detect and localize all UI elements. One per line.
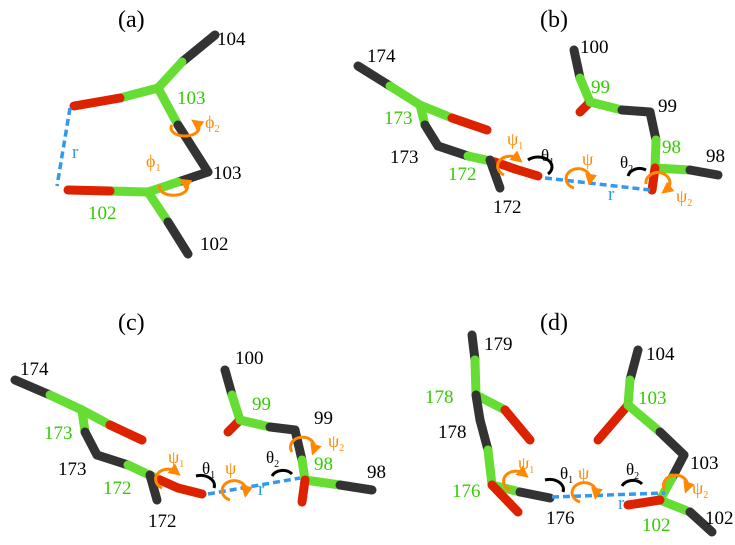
panel-d: (d) [425,310,734,537]
panel-d-psi: ψ [578,463,590,483]
panel-b-psi: ψ [582,149,594,169]
panel-a-phi2: ϕ2 [205,112,219,135]
panel-d-res-176-green: 176 [452,481,481,502]
panel-c-label: (c) [118,310,145,336]
panel-b-res-99-green: 99 [591,77,610,98]
panel-d-res-178-black: 178 [438,422,467,443]
panel-c-res-173-black: 173 [58,459,87,480]
panel-b-psi1: ψ1 [507,129,523,152]
panel-b: (b) [353,7,725,218]
panel-c-res-174: 174 [20,359,49,380]
panel-d-angles [502,465,695,504]
panel-a-torsion-arrows [157,119,205,197]
panel-b-res-100: 100 [580,37,609,58]
panel-c-psi: ψ [225,458,237,478]
panel-a-res-102-black: 102 [200,234,229,255]
panel-a-res-104: 104 [217,29,246,50]
panel-b-res-172-green: 172 [448,164,477,185]
panel-b-res-172-black: 172 [493,197,522,218]
panel-a-res-102-green: 102 [88,203,117,224]
panel-a-label: (a) [118,7,145,33]
panel-b-res-173-black: 173 [390,147,419,168]
panel-b-psi2: ψ2 [676,186,692,209]
panel-b-distance-r: r [608,184,615,205]
panel-d-res-178-green: 178 [425,387,454,408]
panel-d-res-102-black: 102 [705,508,734,529]
panel-d-label: (d) [540,310,568,336]
panel-c-res-172-green: 172 [103,478,132,499]
panel-b-angles [496,150,675,194]
panel-c-distance-r: r [258,479,265,500]
panel-c-theta2: θ2 [266,448,279,470]
panel-c-molecule [10,365,377,507]
panel-d-theta2: θ2 [626,460,639,482]
panel-d-psi1: ψ1 [518,453,534,476]
panel-b-res-173-green: 173 [384,108,413,129]
panel-a-distance-r: r [72,142,79,163]
panel-c-angles [154,435,322,502]
panel-d-res-179: 179 [484,334,513,355]
panel-c-res-99-black: 99 [314,408,333,429]
panel-c-res-98-black: 98 [367,462,386,483]
panel-d-res-103-black: 103 [690,453,719,474]
panel-c-theta1: θ1 [202,459,215,481]
panel-d-theta1: θ1 [560,464,573,486]
panel-b-res-98-black: 98 [706,146,725,167]
panel-d-molecule [467,330,717,537]
panel-d-res-102-green: 102 [642,515,671,536]
panel-a-res-103-green: 103 [177,88,206,109]
panel-a-phi1: ϕ1 [146,151,160,174]
panel-d-res-176-black: 176 [546,508,575,529]
panel-d-res-104: 104 [646,344,675,365]
panel-b-theta1: θ1 [541,146,554,168]
panel-c-res-172-black: 172 [148,511,177,532]
panel-c: (c) [10,310,386,532]
panel-d-psi2: ψ2 [692,478,708,501]
panel-a: (a) 104 103 103 102 102 r ϕ2 ϕ1 [55,7,246,259]
panel-a-molecule [55,30,220,259]
panel-b-theta2: θ2 [620,153,633,175]
panel-c-psi1: ψ1 [168,447,184,470]
panel-b-label: (b) [540,7,568,33]
panel-c-res-99-green: 99 [252,394,271,415]
panel-d-distance-r: r [618,493,625,514]
panel-c-res-98-green: 98 [314,454,333,475]
panel-d-res-103-green: 103 [638,388,667,409]
panel-a-res-103-black: 103 [213,163,242,184]
panel-c-res-173-green: 173 [44,423,73,444]
panel-c-res-100: 100 [235,348,264,369]
panel-b-res-98-green: 98 [662,137,681,158]
panel-c-psi2: ψ2 [328,431,344,454]
panel-b-res-174: 174 [367,46,396,67]
panel-b-res-99-black: 99 [658,96,677,117]
